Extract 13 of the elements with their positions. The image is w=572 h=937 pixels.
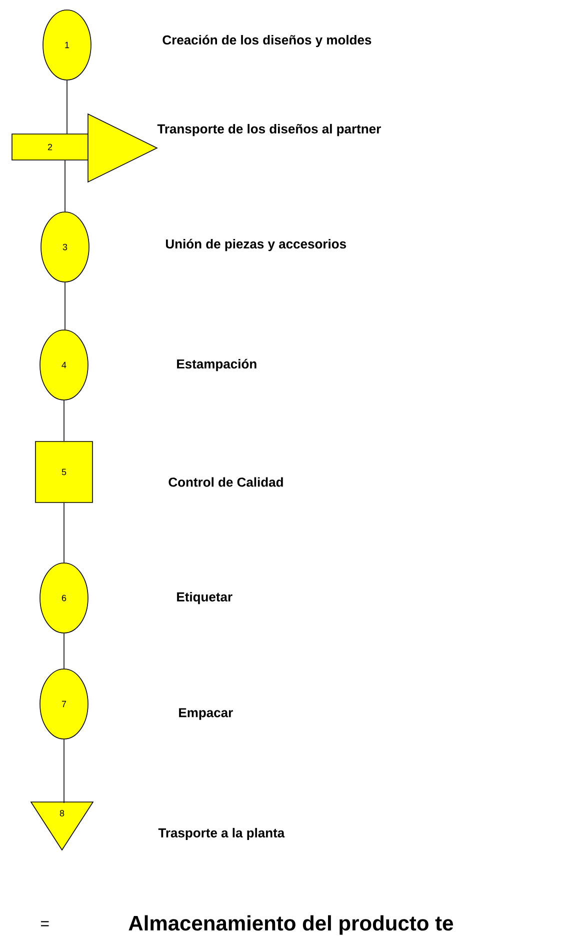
- connector-line: [64, 282, 66, 330]
- step-label: Trasporte a la planta: [158, 828, 285, 840]
- note-text: Almacenamiento del producto te: [128, 915, 454, 935]
- inspection-box: 5: [35, 441, 93, 503]
- step-label: Control de Calidad: [168, 477, 283, 487]
- step-label: Creación de los diseños y moldes: [162, 34, 372, 48]
- connector-line: [64, 160, 66, 212]
- connector-line: [66, 80, 68, 134]
- step-label: Estampación: [177, 358, 256, 372]
- equals-sign: =: [40, 921, 49, 926]
- step-label: Etiquetar: [177, 592, 232, 604]
- step-label: Empacar: [179, 708, 233, 720]
- step-label: Unión de piezas y accesorios: [166, 238, 346, 252]
